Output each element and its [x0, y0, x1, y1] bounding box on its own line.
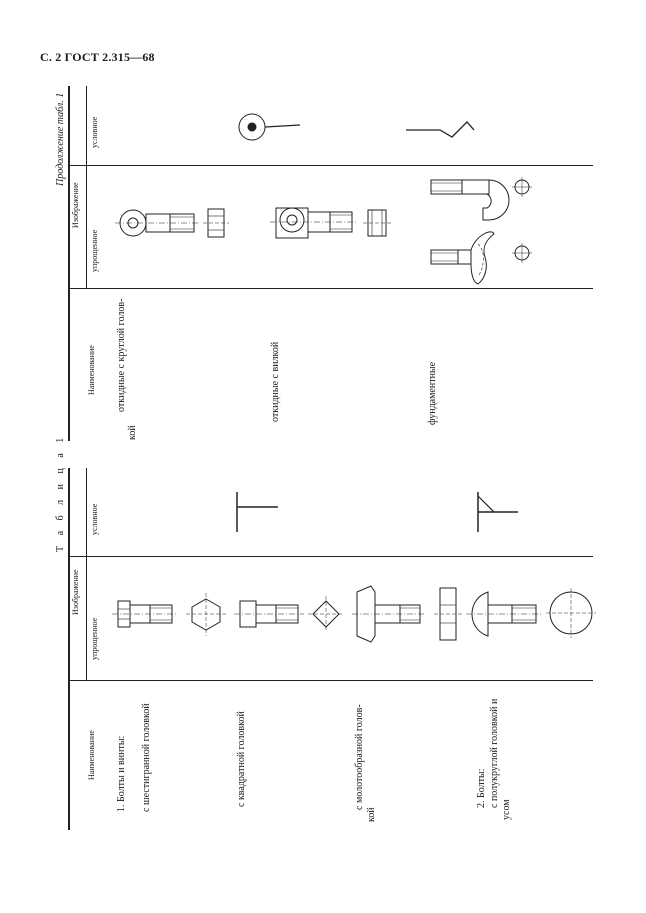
split-bolt-body	[431, 250, 471, 264]
top-table-header-divider	[86, 86, 87, 288]
split-hook-curve	[471, 232, 494, 284]
fork-outer-circle	[280, 208, 304, 232]
hook-curve	[483, 180, 509, 220]
conventional-eye-bolt-symbol	[239, 114, 300, 140]
conventional-foundation-bolt-symbol	[406, 122, 474, 137]
simplified-hex-head-end-view	[186, 593, 226, 636]
fork-side-rect	[368, 210, 386, 236]
foundation-bolt-zigzag	[406, 122, 474, 137]
simplified-eye-bolt-round-head	[115, 210, 200, 236]
bottom-table-divider-simplified-conventional	[68, 556, 593, 557]
simplified-semi-round-head-bolt	[466, 592, 542, 636]
top-table-divider-simplified-conventional	[68, 165, 593, 166]
eye-bolt-shank	[265, 125, 300, 127]
simplified-square-head-end-view	[308, 596, 344, 632]
simplified-foundation-bolt-split	[431, 232, 532, 284]
simplified-square-head-bolt	[234, 601, 304, 627]
simplified-hex-head-bolt	[112, 601, 178, 627]
hammer-head	[357, 586, 375, 642]
simplified-eye-bolt-fork-side-view	[363, 210, 391, 236]
page-header: С. 2 ГОСТ 2.315—68	[40, 50, 155, 64]
simplified-eye-bolt-side-view	[203, 209, 229, 237]
conventional-bolt-symbol-semi-round	[478, 492, 518, 532]
bottom-table-header-divider	[86, 468, 87, 680]
conventional-bolt-symbol-t	[237, 492, 278, 532]
semi-diagonal	[478, 496, 494, 512]
hook-bolt-body	[431, 180, 489, 194]
bottom-table-left-border	[68, 468, 70, 830]
simplified-eye-bolt-fork	[270, 208, 358, 238]
simplified-semi-round-head-end-view	[546, 588, 596, 638]
simplified-foundation-bolt-hook	[431, 177, 532, 220]
simplified-hammer-head-bolt	[352, 586, 426, 642]
fork-inner-circle	[287, 215, 297, 225]
eye-center-dot	[248, 123, 256, 131]
split-hook-inner	[478, 244, 483, 275]
simplified-hammer-head-end-view	[434, 588, 462, 640]
bottom-table-divider-name-image	[68, 680, 593, 681]
top-table-divider-name-image	[68, 288, 593, 289]
top-table-left-border	[68, 86, 70, 441]
